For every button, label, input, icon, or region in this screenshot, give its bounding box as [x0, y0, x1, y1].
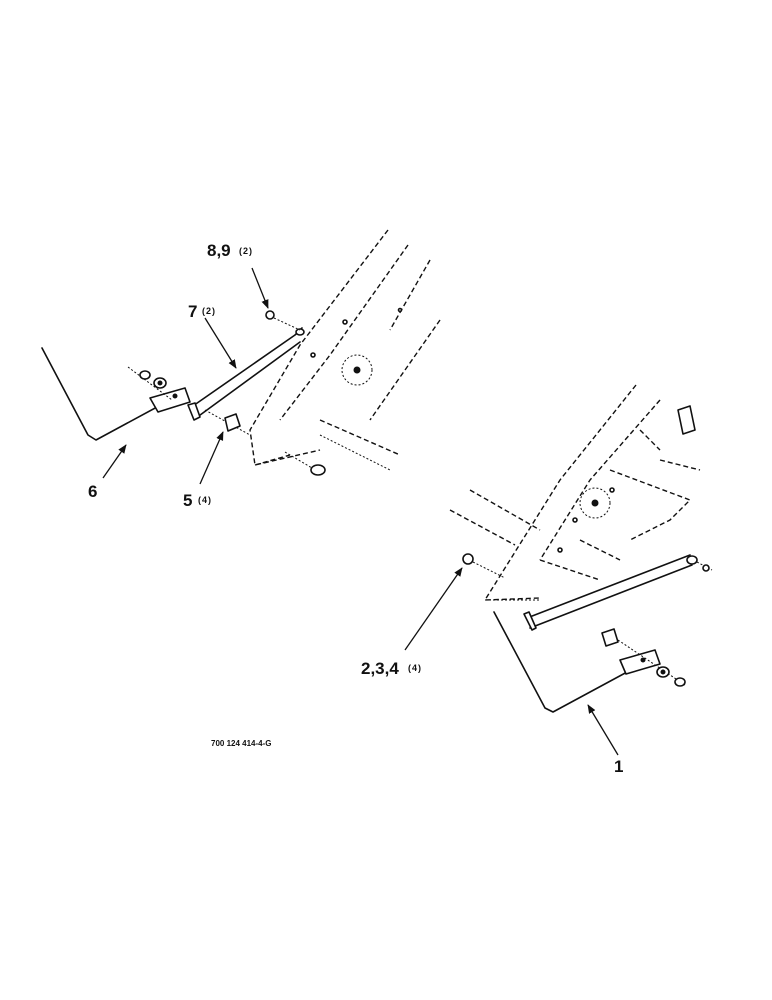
callout-5-qty: (4): [198, 495, 212, 505]
part-5-spacer: [204, 409, 251, 436]
callout-6-number: 6: [88, 482, 97, 501]
left-frame-outline: [249, 229, 441, 471]
callout-7: 7 (2): [188, 302, 216, 321]
callout-2-3-4-qty: (4): [408, 663, 422, 673]
callout-8-9-qty: (2): [239, 246, 253, 256]
part-1-rod: [493, 611, 661, 713]
callout-8-9-number: 8,9: [207, 241, 231, 260]
callout-2-3-4-number: 2,3,4: [361, 659, 399, 678]
right-assembly: [449, 384, 713, 713]
part-7-link: [187, 327, 305, 421]
right-frame-outline: [449, 384, 701, 601]
callout-5-number: 5: [183, 491, 192, 510]
part-8-9-bolt: [265, 310, 301, 331]
callout-7-number: 7: [188, 302, 197, 321]
part-2-3-4-bolt: [462, 553, 506, 579]
part-6-hardware: [127, 366, 173, 401]
leader-lines: [102, 267, 619, 756]
left-assembly: [41, 229, 441, 476]
callout-2-3-4: 2,3,4 (4): [361, 659, 422, 678]
part-6-rod: [41, 347, 191, 441]
figure-code: 700 124 414-4-G: [211, 739, 272, 748]
left-carriage-bolt: [284, 451, 326, 476]
callout-1-number: 1: [614, 757, 623, 776]
callout-7-qty: (2): [202, 306, 216, 316]
callout-1: 1: [614, 757, 623, 776]
right-spacer-hardware: [601, 628, 686, 687]
callout-8-9: 8,9 (2): [207, 241, 253, 260]
right-cross-bar: [523, 554, 713, 631]
callout-5: 5 (4): [183, 491, 212, 510]
callout-6: 6: [88, 482, 97, 501]
